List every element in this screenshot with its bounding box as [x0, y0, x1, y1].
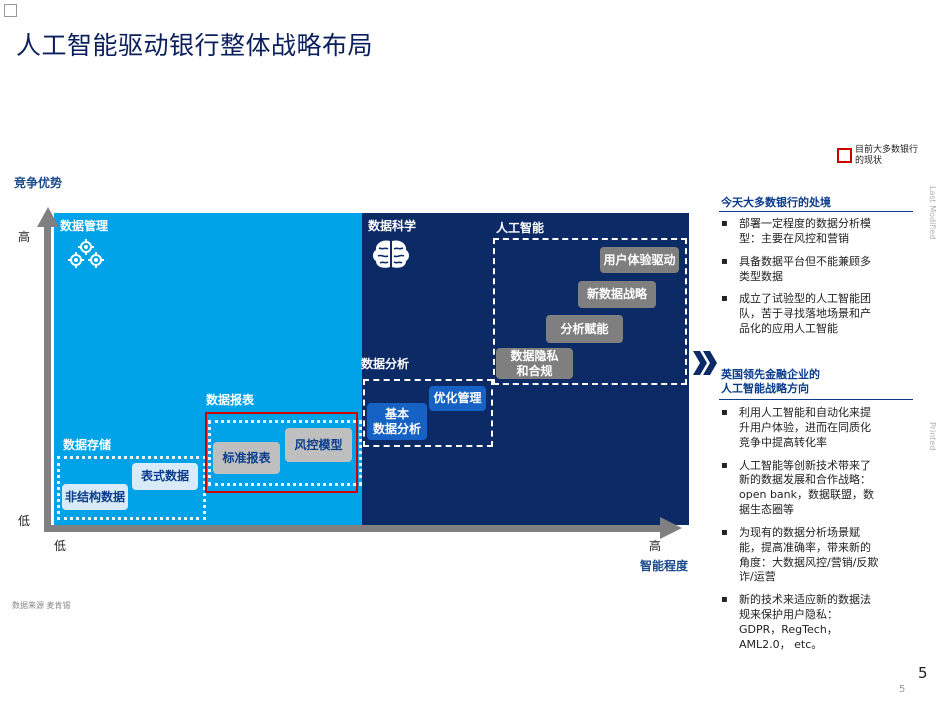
sidebar-uk-title-line2: 人工智能战略方向 — [721, 382, 809, 396]
box-optimization: 优化管理 — [429, 386, 486, 411]
box-ux-driven: 用户体验驱动 — [600, 247, 679, 273]
zone-label-data-report: 数据报表 — [206, 393, 255, 407]
last-modified-label: Last Modified — [928, 186, 937, 240]
box-table-data: 表式数据 — [132, 463, 198, 490]
sidebar-uk-divider — [719, 399, 913, 400]
box-data-privacy: 数据隐私 和合规 — [496, 348, 573, 379]
box-basic-analysis-line2: 数据分析 — [372, 421, 421, 436]
sidebar-today-title: 今天大多数银行的处境 — [721, 196, 831, 209]
x-axis-line — [44, 525, 662, 532]
box-basic-analysis-line1: 基本 — [384, 406, 409, 421]
box-analytics-enable: 分析赋能 — [546, 315, 623, 343]
x-axis-high: 高 — [649, 539, 662, 553]
storage-region-outline — [57, 456, 206, 520]
gears-icon — [68, 238, 104, 270]
zone-label-ai: 人工智能 — [496, 221, 545, 235]
box-risk-model: 风控模型 — [285, 428, 352, 462]
sidebar-today-list: 部署一定程度的数据分析模型：主要在风控和营销 具备数据平台但不能兼顾多类型数据 … — [719, 217, 879, 345]
y-axis-low: 低 — [18, 514, 31, 528]
double-chevron-icon — [691, 349, 721, 377]
box-standard-report: 标准报表 — [213, 442, 280, 474]
zone-label-data-science: 数据科学 — [368, 219, 417, 233]
list-item: 利用人工智能和自动化来提升用户体验，进而在同质化竞争中提高转化率 — [719, 406, 879, 451]
sidebar-uk-list: 利用人工智能和自动化来提升用户体验，进而在同质化竞争中提高转化率 人工智能等创新… — [719, 406, 879, 661]
box-unstructured-data: 非结构数据 — [62, 484, 128, 510]
source-note: 数据来源 麦肯锡 — [12, 601, 71, 610]
list-item: 成立了试验型的人工智能团队，苦于寻找落地场景和产品化的应用人工智能 — [719, 292, 879, 337]
legend-label: 目前大多数银行的现状 — [855, 145, 919, 167]
list-item: 人工智能等创新技术带来了新的数据发展和合作战略：open bank，数据联盟，数… — [719, 459, 879, 518]
box-basic-analysis: 基本 数据分析 — [367, 403, 427, 440]
analysis-region-outline — [363, 379, 493, 447]
corner-marker — [4, 4, 17, 17]
x-axis-arrowhead — [660, 517, 682, 539]
brain-icon — [370, 238, 412, 270]
list-item: 为现有的数据分析场景赋能，提高准确率，带来新的角度：大数据风控/营销/反欺诈/运… — [719, 526, 879, 585]
y-axis-line — [44, 226, 51, 532]
zone-label-data-analysis: 数据分析 — [361, 357, 410, 371]
box-new-data-strategy: 新数据战略 — [578, 281, 656, 308]
ai-region-outline — [493, 238, 687, 385]
sidebar-uk-title: 英国领先金融企业的 人工智能战略方向 — [721, 368, 820, 397]
printed-label: Printed — [928, 422, 937, 451]
y-axis-arrowhead — [37, 207, 59, 227]
current-state-highlight — [205, 412, 358, 493]
page-number: 5 — [918, 664, 928, 682]
report-region-outline — [208, 420, 362, 486]
y-axis-high: 高 — [18, 230, 31, 244]
page-title: 人工智能驱动银行整体战略布局 — [16, 31, 374, 60]
x-axis-low: 低 — [54, 539, 67, 553]
box-data-privacy-line2: 和合规 — [516, 363, 553, 378]
y-axis-label: 竞争优势 — [14, 176, 63, 190]
list-item: 部署一定程度的数据分析模型：主要在风控和营销 — [719, 217, 879, 247]
page-number-small: 5 — [899, 684, 906, 695]
sidebar-uk-title-line1: 英国领先金融企业的 — [721, 368, 820, 381]
box-data-privacy-line1: 数据隐私 — [510, 348, 559, 363]
legend-swatch — [837, 148, 852, 163]
zone-label-data-storage: 数据存储 — [63, 438, 112, 452]
list-item: 新的技术来适应新的数据法规来保护用户隐私：GDPR，RegTech，AML2.0… — [719, 593, 879, 652]
zone-label-data-mgmt: 数据管理 — [60, 219, 109, 233]
list-item: 具备数据平台但不能兼顾多类型数据 — [719, 255, 879, 285]
sidebar-today-divider — [719, 211, 913, 212]
x-axis-label: 智能程度 — [640, 559, 689, 573]
